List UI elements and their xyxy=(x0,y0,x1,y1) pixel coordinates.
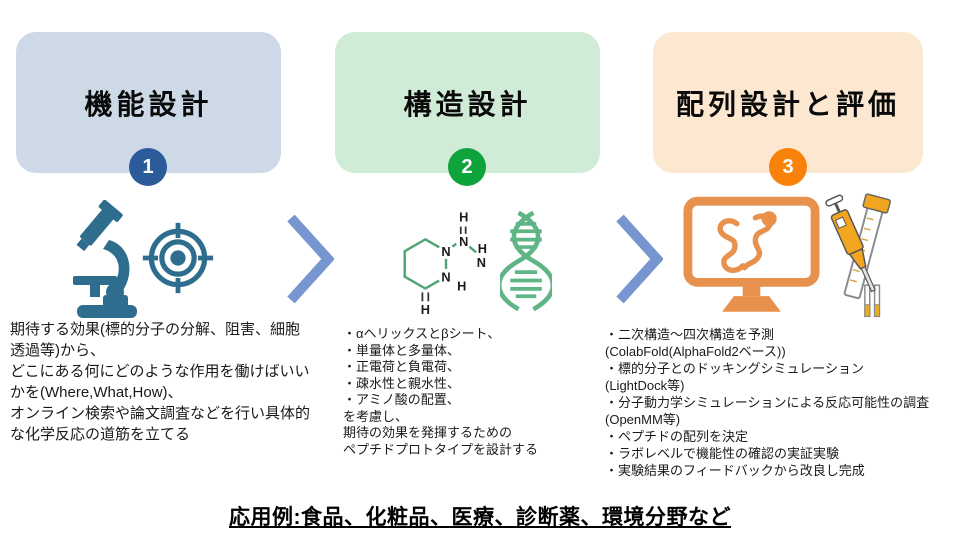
svg-text:N: N xyxy=(441,244,450,259)
svg-text:N: N xyxy=(477,255,486,270)
molecule-icon: N N N H H N H H xyxy=(403,210,490,317)
step2-number-badge: 2 xyxy=(448,148,486,186)
step3-description: ・二次構造～四次構造を予測 (ColabFold(AlphaFold2ベース))… xyxy=(605,327,930,478)
svg-text:N: N xyxy=(459,234,468,249)
svg-text:H: H xyxy=(421,302,430,317)
step1-number-badge: 1 xyxy=(129,148,167,186)
microscope-icon xyxy=(73,200,137,318)
dna-helix-icon xyxy=(500,210,552,312)
applications-footer: 応用例:食品、化粧品、医療、診断薬、環境分野など xyxy=(229,506,731,529)
monitor-protein-icon xyxy=(683,196,820,312)
step1-title: 機能設計 xyxy=(84,88,213,120)
arrow-right-icon xyxy=(616,214,663,304)
step2-description: ・αヘリックスとβシート、 ・単量体と多量体、 ・正電荷と負電荷、 ・疎水性と親… xyxy=(343,326,539,457)
pipette-syringe-icon xyxy=(825,193,891,318)
step1-description: 期待する効果(標的分子の分解、阻害、細胞 透過等)から、 どこにある何にどのよう… xyxy=(10,321,311,443)
svg-text:H: H xyxy=(478,241,487,256)
step3-number-badge: 3 xyxy=(769,148,807,186)
target-icon xyxy=(142,222,214,294)
svg-text:H: H xyxy=(459,210,468,225)
svg-text:N: N xyxy=(441,270,450,285)
step3-title: 配列設計と評価 xyxy=(675,88,900,120)
arrow-right-icon xyxy=(287,214,334,304)
step2-title: 構造設計 xyxy=(403,88,532,120)
svg-text:H: H xyxy=(457,278,466,293)
